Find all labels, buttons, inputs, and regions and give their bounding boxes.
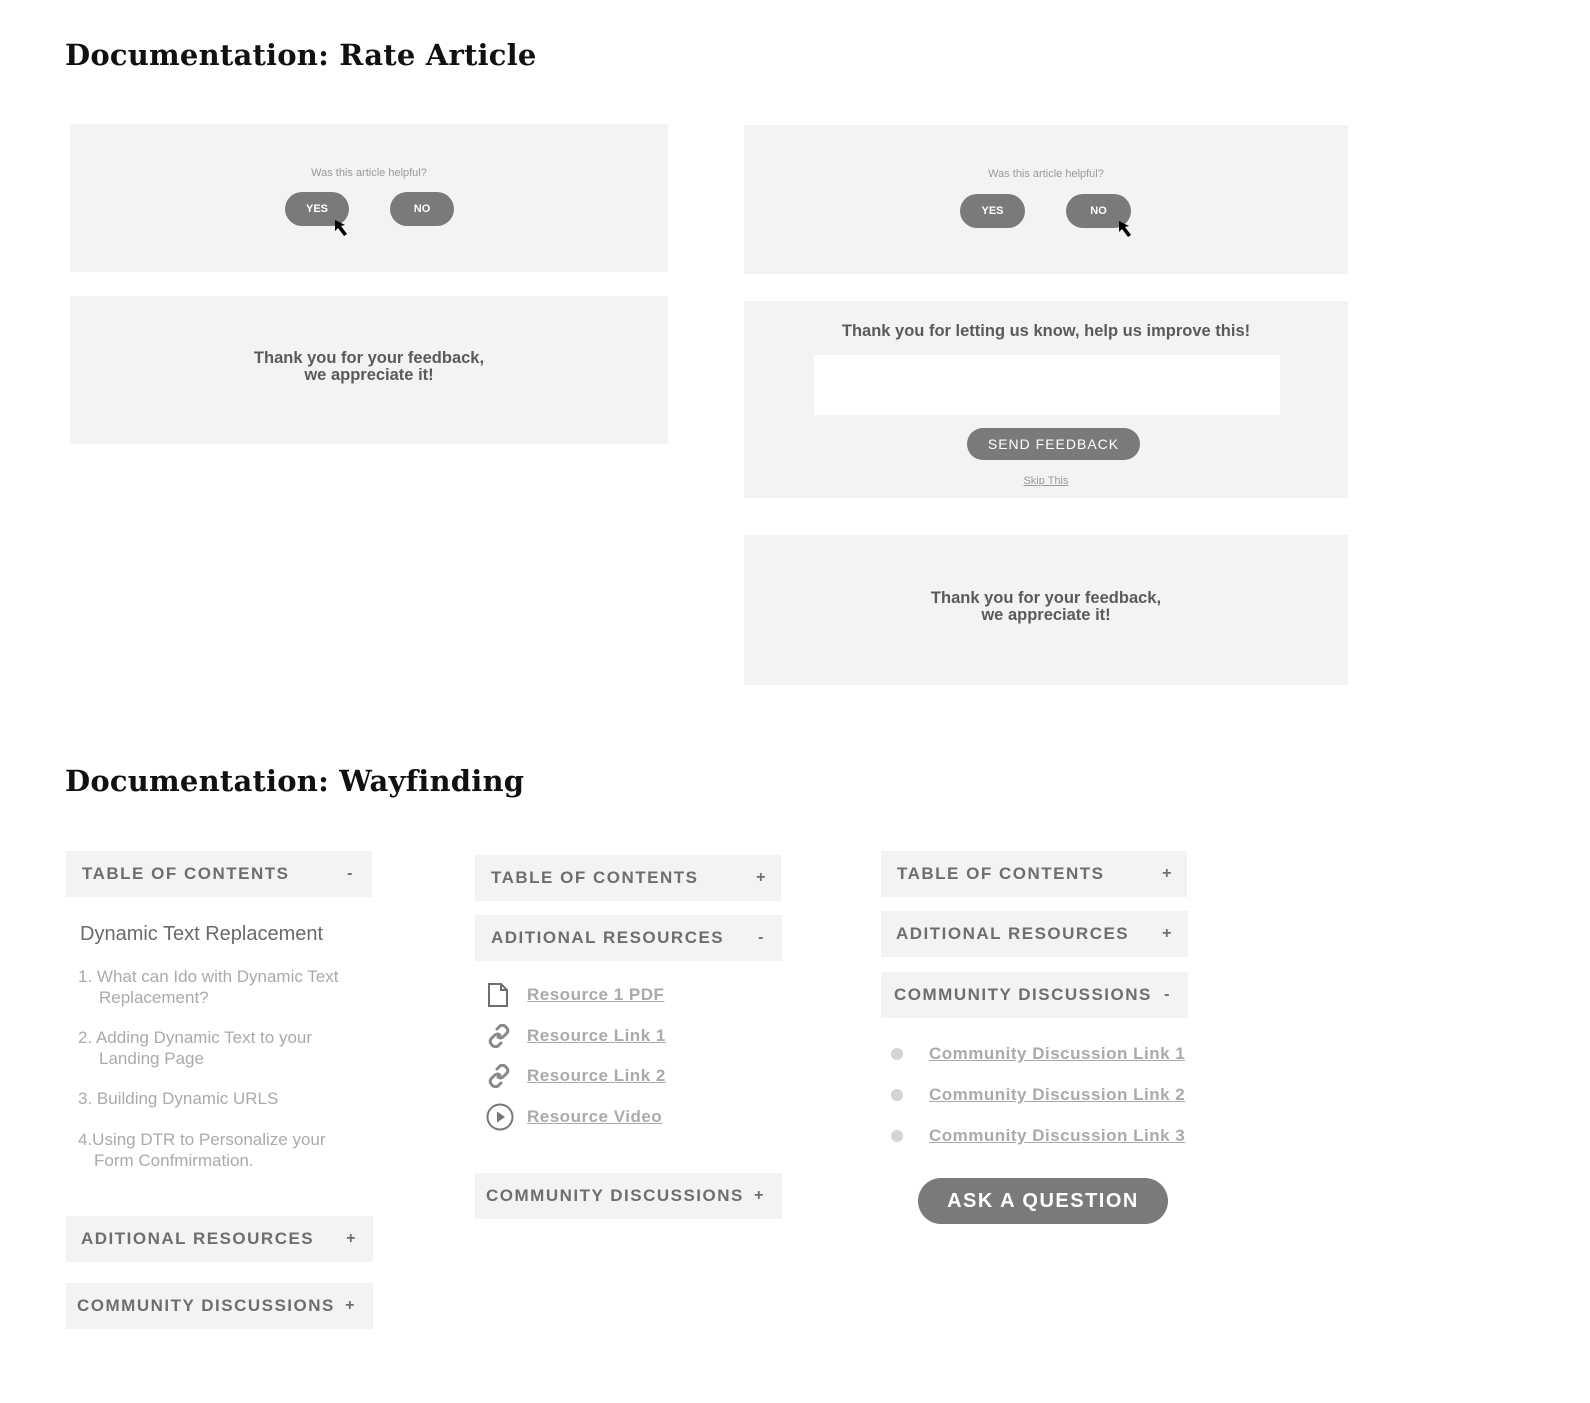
- expand-icon: +: [346, 1230, 357, 1247]
- bullet-icon: [891, 1130, 903, 1142]
- document-icon: [488, 983, 508, 1007]
- toc-title: Dynamic Text Replacement: [80, 923, 324, 945]
- yes-button[interactable]: YES: [285, 192, 349, 226]
- community-label: COMMUNITY DISCUSSIONS: [894, 985, 1152, 1004]
- community-discussion-item-3[interactable]: Community Discussion Link 3: [891, 1126, 1185, 1146]
- resources-label: ADITIONAL RESOURCES: [81, 1229, 315, 1248]
- toc-item-2[interactable]: 2. Adding Dynamic Text to your Landing P…: [78, 1028, 313, 1068]
- link-icon: [488, 1064, 510, 1088]
- mouse-cursor-icon: [335, 220, 347, 236]
- play-icon: [486, 1103, 514, 1131]
- toc-label: TABLE OF CONTENTS: [491, 868, 699, 887]
- bullet-icon: [891, 1089, 903, 1101]
- toc-label: TABLE OF CONTENTS: [897, 864, 1105, 883]
- resources-accordion-header[interactable]: ADITIONAL RESOURCES -: [475, 915, 782, 961]
- resource-link-label[interactable]: Resource Video: [527, 1107, 663, 1126]
- resource-link-label[interactable]: Resource Link 2: [527, 1066, 666, 1085]
- toc-label: TABLE OF CONTENTS: [82, 864, 290, 883]
- resources-accordion-header[interactable]: ADITIONAL RESOURCES +: [881, 911, 1188, 957]
- rate-article-heading: Documentation: Rate Article: [65, 38, 537, 72]
- thanks-line-1: Thank you for your feedback,: [253, 349, 485, 367]
- resource-link-label[interactable]: Resource 1 PDF: [527, 985, 665, 1004]
- community-label: COMMUNITY DISCUSSIONS: [486, 1186, 744, 1205]
- mouse-cursor-icon: [1119, 221, 1131, 237]
- toc-accordion-header[interactable]: TABLE OF CONTENTS +: [475, 855, 781, 901]
- link-icon: [488, 1024, 510, 1048]
- community-accordion-header[interactable]: COMMUNITY DISCUSSIONS +: [66, 1283, 373, 1329]
- expand-icon: +: [756, 869, 767, 886]
- no-flow-question-panel: Was this article helpful? YES NO: [744, 125, 1348, 274]
- expand-icon: +: [1162, 925, 1173, 942]
- resource-link-2-item[interactable]: Resource Link 2: [486, 1064, 666, 1088]
- toc-item-3[interactable]: 3. Building Dynamic URLS: [78, 1089, 279, 1108]
- no-button[interactable]: NO: [390, 192, 454, 226]
- bullet-icon: [891, 1048, 903, 1060]
- expand-icon: +: [754, 1187, 765, 1204]
- resource-link-label[interactable]: Resource Link 1: [527, 1026, 666, 1045]
- resources-accordion-header[interactable]: ADITIONAL RESOURCES +: [66, 1216, 373, 1262]
- helpful-question: Was this article helpful?: [988, 168, 1104, 180]
- resource-video-item[interactable]: Resource Video: [486, 1103, 662, 1131]
- resource-link-1-item[interactable]: Resource Link 1: [486, 1024, 666, 1048]
- yes-flow-thanks-panel: Thank you for your feedback, we apprecia…: [70, 296, 668, 444]
- community-discussion-link[interactable]: Community Discussion Link 1: [929, 1044, 1186, 1063]
- community-discussion-link[interactable]: Community Discussion Link 2: [929, 1085, 1186, 1104]
- collapse-icon: -: [758, 929, 765, 946]
- resource-pdf-item[interactable]: Resource 1 PDF: [486, 983, 664, 1007]
- yes-flow-question-panel: Was this article helpful? YES NO: [70, 124, 668, 272]
- no-flow-thanks-panel: Thank you for your feedback, we apprecia…: [744, 535, 1348, 685]
- community-discussion-item-2[interactable]: Community Discussion Link 2: [891, 1085, 1185, 1105]
- expand-icon: +: [1162, 865, 1173, 882]
- community-discussion-item-1[interactable]: Community Discussion Link 1: [891, 1044, 1185, 1064]
- toc-accordion-header[interactable]: TABLE OF CONTENTS -: [66, 851, 372, 897]
- community-discussion-link[interactable]: Community Discussion Link 3: [929, 1126, 1186, 1145]
- community-accordion-header[interactable]: COMMUNITY DISCUSSIONS -: [881, 972, 1188, 1018]
- toc-accordion-header[interactable]: TABLE OF CONTENTS +: [881, 851, 1187, 897]
- skip-this-link[interactable]: Skip This: [1023, 475, 1069, 487]
- community-accordion-header[interactable]: COMMUNITY DISCUSSIONS +: [475, 1173, 782, 1219]
- resources-label: ADITIONAL RESOURCES: [491, 928, 725, 947]
- feedback-form-panel: Thank you for letting us know, help us i…: [744, 301, 1348, 498]
- yes-button[interactable]: YES: [960, 194, 1025, 228]
- helpful-question: Was this article helpful?: [311, 167, 427, 179]
- ask-a-question-button[interactable]: ASK A QUESTION: [918, 1178, 1168, 1224]
- wayfinding-heading: Documentation: Wayfinding: [65, 764, 525, 798]
- toc-item-1[interactable]: 1. What can Ido with Dynamic Text Replac…: [78, 967, 339, 1007]
- send-feedback-button[interactable]: SEND FEEDBACK: [967, 428, 1140, 460]
- collapse-icon: -: [347, 865, 354, 882]
- thanks-line-1: Thank you for your feedback,: [930, 589, 1162, 607]
- expand-icon: +: [345, 1297, 356, 1314]
- community-label: COMMUNITY DISCUSSIONS: [77, 1296, 335, 1315]
- improve-prompt: Thank you for letting us know, help us i…: [841, 322, 1251, 340]
- no-button[interactable]: NO: [1066, 194, 1131, 228]
- collapse-icon: -: [1164, 986, 1171, 1003]
- resources-label: ADITIONAL RESOURCES: [896, 924, 1130, 943]
- thanks-line-2: we appreciate it!: [304, 366, 434, 384]
- toc-item-4[interactable]: 4.Using DTR to Personalize your Form Con…: [78, 1130, 326, 1170]
- feedback-textarea[interactable]: [814, 355, 1280, 415]
- thanks-line-2: we appreciate it!: [981, 606, 1111, 624]
